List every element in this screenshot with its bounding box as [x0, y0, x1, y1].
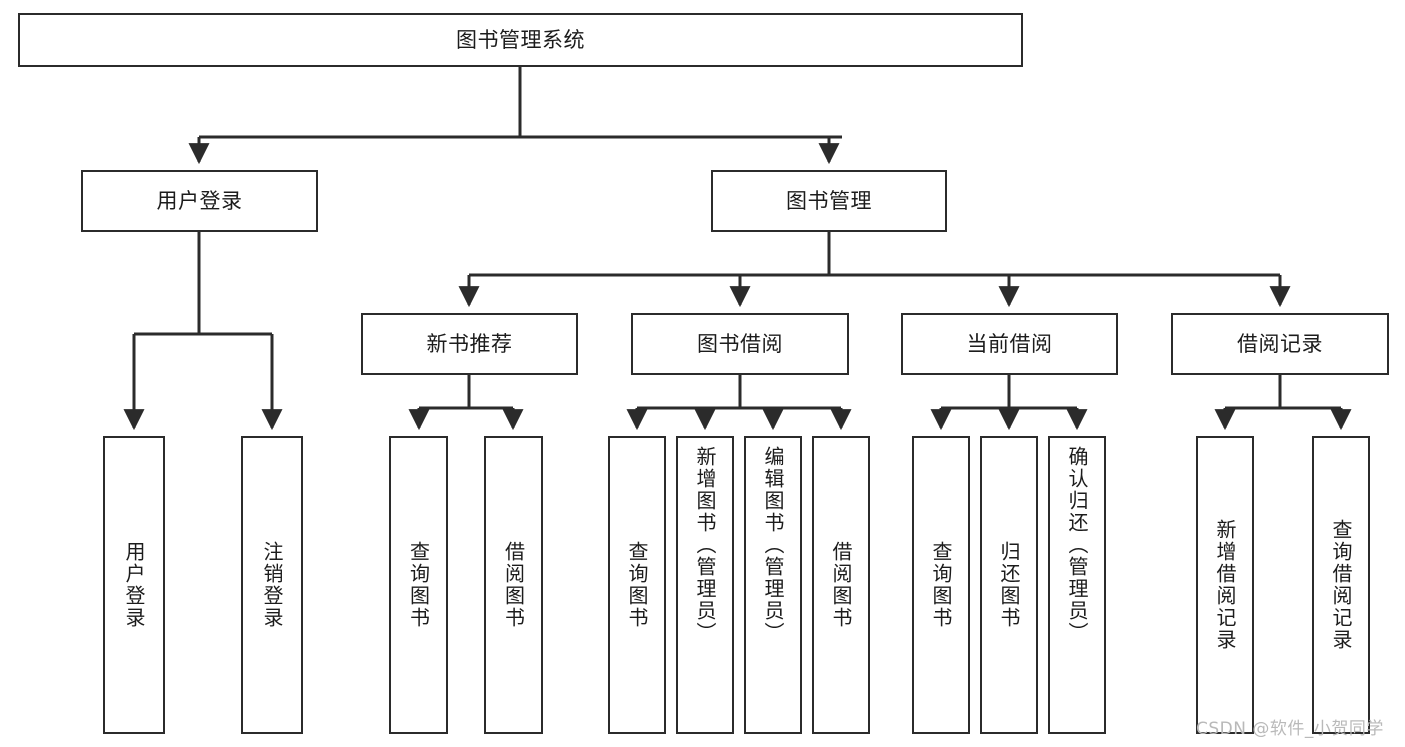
- node-leaf-add-record-label: 新增借阅记录: [1213, 519, 1237, 651]
- csdn-watermark: CSDN @软件_小贺同学: [1196, 719, 1384, 739]
- edge-current-borrow-to-leaves: [930, 375, 1088, 431]
- node-user-login-label: 用户登录: [156, 188, 243, 213]
- node-leaf-borrow-book-label: 借阅图书: [829, 541, 853, 629]
- node-leaf-user-login-label: 用户登录: [122, 541, 146, 629]
- node-leaf-add-record[interactable]: 新增借阅记录: [1196, 436, 1254, 734]
- edge-book-borrow-to-leaves: [626, 375, 852, 431]
- node-new-book-recommend-label: 新书推荐: [426, 331, 513, 356]
- edge-new-book-recommend-to-leaves: [408, 375, 524, 431]
- node-leaf-query-book-rec[interactable]: 查询图书: [389, 436, 448, 734]
- node-leaf-confirm-return-label: 确认归还（管理员）: [1065, 446, 1089, 644]
- node-book-borrow[interactable]: 图书借阅: [631, 313, 849, 375]
- edge-borrow-record-to-leaves: [1214, 375, 1352, 431]
- node-leaf-query-book-rec-label: 查询图书: [406, 541, 431, 629]
- node-leaf-edit-book-label: 编辑图书（管理员）: [761, 446, 785, 644]
- node-leaf-borrow-book[interactable]: 借阅图书: [812, 436, 870, 734]
- node-book-management-label: 图书管理: [786, 188, 872, 213]
- node-borrow-record-label: 借阅记录: [1237, 331, 1323, 356]
- node-leaf-borrow-book-rec[interactable]: 借阅图书: [484, 436, 543, 734]
- node-borrow-record[interactable]: 借阅记录: [1171, 313, 1389, 375]
- node-root[interactable]: 图书管理系统: [18, 13, 1023, 67]
- node-leaf-query-book-borrow-label: 查询图书: [625, 541, 649, 629]
- node-leaf-return-book[interactable]: 归还图书: [980, 436, 1038, 734]
- node-current-borrow[interactable]: 当前借阅: [901, 313, 1118, 375]
- node-leaf-logout[interactable]: 注销登录: [241, 436, 303, 734]
- node-leaf-user-login[interactable]: 用户登录: [103, 436, 165, 734]
- node-book-management[interactable]: 图书管理: [711, 170, 947, 232]
- node-leaf-borrow-book-rec-label: 借阅图书: [501, 541, 526, 629]
- node-book-borrow-label: 图书借阅: [697, 331, 783, 356]
- node-leaf-confirm-return[interactable]: 确认归还（管理员）: [1048, 436, 1106, 734]
- node-leaf-query-book-borrow[interactable]: 查询图书: [608, 436, 666, 734]
- node-root-label: 图书管理系统: [456, 27, 585, 52]
- node-current-borrow-label: 当前借阅: [966, 331, 1053, 356]
- node-leaf-edit-book[interactable]: 编辑图书（管理员）: [744, 436, 802, 734]
- node-leaf-add-book-label: 新增图书（管理员）: [693, 446, 717, 644]
- node-user-login[interactable]: 用户登录: [81, 170, 318, 232]
- node-leaf-query-book-cur[interactable]: 查询图书: [912, 436, 970, 734]
- node-new-book-recommend[interactable]: 新书推荐: [361, 313, 578, 375]
- edge-book-management-to-level3: [458, 232, 1291, 308]
- edge-user-login-to-leaves: [123, 232, 283, 431]
- node-leaf-add-book[interactable]: 新增图书（管理员）: [676, 436, 734, 734]
- node-leaf-return-book-label: 归还图书: [997, 541, 1021, 629]
- node-leaf-query-record[interactable]: 查询借阅记录: [1312, 436, 1370, 734]
- node-leaf-query-book-cur-label: 查询图书: [929, 541, 953, 629]
- node-leaf-query-record-label: 查询借阅记录: [1329, 519, 1353, 651]
- edge-root-to-level2: [188, 67, 842, 165]
- node-leaf-logout-label: 注销登录: [260, 541, 284, 629]
